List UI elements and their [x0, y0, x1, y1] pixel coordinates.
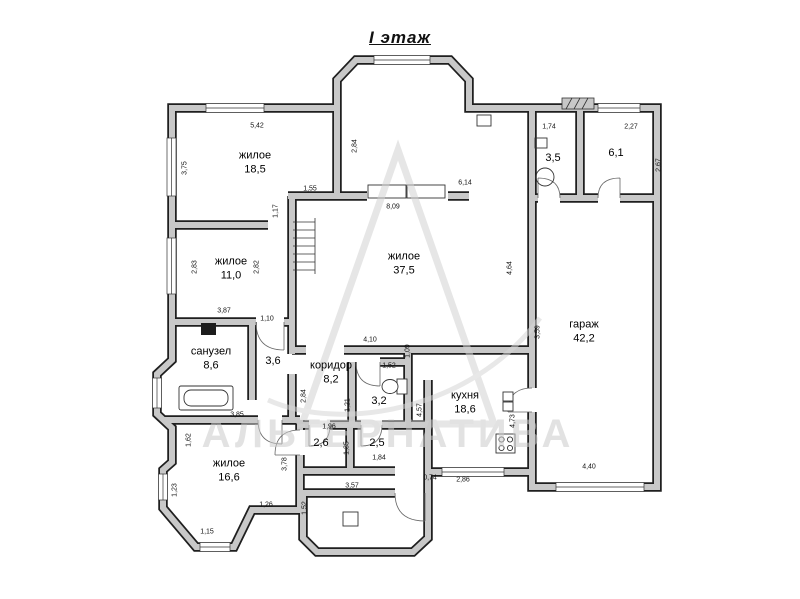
washer-icon	[201, 323, 216, 335]
porch-box-icon	[342, 511, 359, 527]
vent-shaft-icon	[561, 97, 595, 110]
windows	[152, 55, 645, 552]
kitchen-sink-icon	[502, 391, 514, 412]
walls	[152, 55, 662, 557]
watermark: АЛЬТЕРНАТИВА	[202, 139, 575, 456]
stove-icon	[495, 433, 516, 454]
watermark-text: АЛЬТЕРНАТИВА	[202, 412, 575, 456]
boiler-icon	[534, 137, 555, 187]
stairs-icon	[293, 218, 316, 274]
door-arcs	[255, 177, 621, 522]
chimney-box-icon	[476, 114, 492, 127]
page-title: I этаж	[369, 28, 431, 47]
bathtub-icon	[178, 385, 234, 411]
toilet-icon	[381, 378, 408, 395]
